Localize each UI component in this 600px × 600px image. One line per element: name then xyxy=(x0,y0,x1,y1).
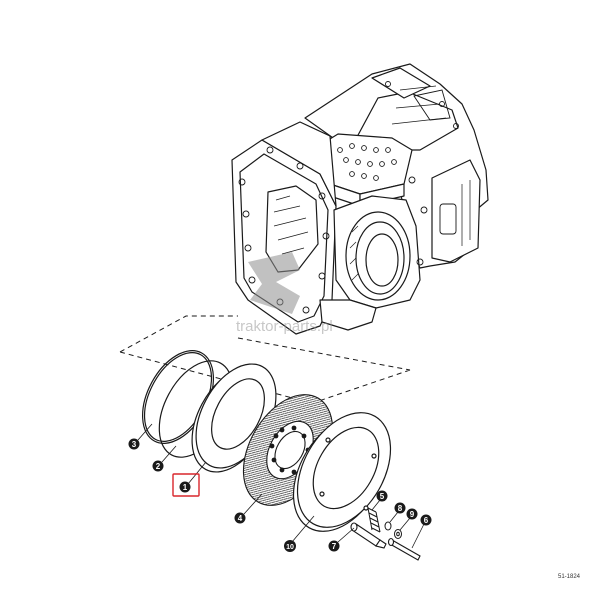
watermark-text: traktor-parts.pl xyxy=(236,318,333,335)
callout-4: 4 xyxy=(234,512,246,524)
callout-3: 3 xyxy=(128,438,140,450)
part-7-pin xyxy=(350,522,387,549)
callout-2: 2 xyxy=(152,460,164,472)
svg-text:9: 9 xyxy=(410,510,415,519)
watermark-logo-icon xyxy=(248,252,300,314)
svg-text:1: 1 xyxy=(183,483,188,492)
svg-text:4: 4 xyxy=(238,514,243,523)
part-10-pressure-plate xyxy=(292,412,392,532)
part-8-ring xyxy=(384,521,392,531)
leader-lines xyxy=(137,423,425,549)
svg-text:3: 3 xyxy=(132,440,137,449)
svg-text:8: 8 xyxy=(398,504,403,513)
figure-reference: 51-1824 xyxy=(558,574,581,580)
part-5-spring xyxy=(367,507,381,533)
callout-1: 1 xyxy=(172,473,200,497)
callout-7: 7 xyxy=(328,540,340,552)
callout-5: 5 xyxy=(376,490,388,502)
callout-9: 9 xyxy=(406,508,418,520)
part-6-bolt xyxy=(387,537,421,561)
watermark: traktor-parts.pl xyxy=(236,252,333,335)
callout-8: 8 xyxy=(394,502,406,514)
svg-text:5: 5 xyxy=(380,492,385,501)
svg-text:2: 2 xyxy=(156,462,161,471)
housing-shading xyxy=(273,85,471,281)
callout-10: 10 xyxy=(284,540,296,552)
assembly-outline-dashed xyxy=(119,315,411,407)
svg-text:10: 10 xyxy=(286,544,294,551)
part-9-washer xyxy=(394,529,402,539)
callout-1-highlight-box xyxy=(172,473,200,497)
svg-text:6: 6 xyxy=(424,516,429,525)
callout-6: 6 xyxy=(420,514,432,526)
housing-bolt-holes xyxy=(238,81,459,314)
svg-text:7: 7 xyxy=(332,542,337,551)
